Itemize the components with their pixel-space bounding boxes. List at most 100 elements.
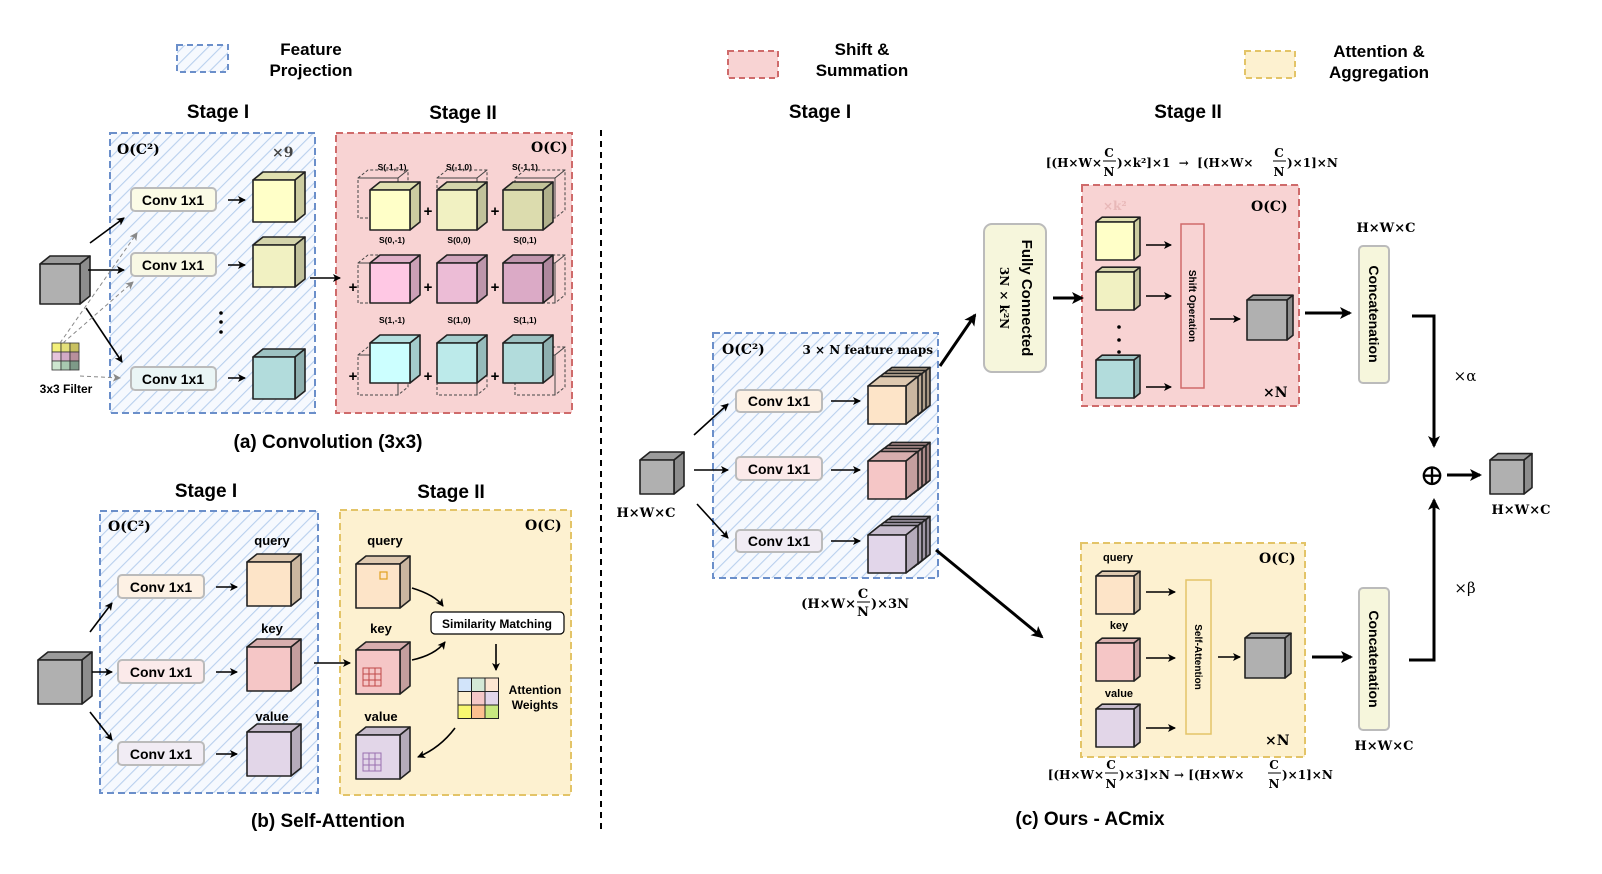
conv-1x1-block <box>130 187 217 212</box>
conv-1x1-block <box>117 574 205 599</box>
shifted-feature-cube <box>502 334 554 384</box>
arrow <box>417 727 456 759</box>
formula-numerator: C <box>1106 758 1116 772</box>
conv-label: Conv 1x1 <box>130 664 192 680</box>
shift-operation-label: Shift Operation <box>1186 270 1197 342</box>
stage-2-title: Stage II <box>417 482 485 503</box>
attention-weight-cell <box>484 677 499 692</box>
legend-feature-projection-swatch <box>176 44 229 73</box>
projected-feature-cube <box>252 348 306 400</box>
query-patch-icon <box>379 571 388 580</box>
filter-cell <box>51 360 62 371</box>
repeat-n-label: ×N <box>1265 733 1290 749</box>
formula-part: [(H×W× <box>1048 768 1104 782</box>
key-cube <box>246 638 302 692</box>
arrows-layer <box>59 196 1482 759</box>
formula-numerator: C <box>1104 146 1114 160</box>
plus-sign: + <box>491 279 500 296</box>
panel-c-acmix: Stage I Stage II H×W×C O(C²) 3 × N featu… <box>616 102 1550 830</box>
complexity-label: O(C²) <box>117 142 160 158</box>
query-cube <box>1095 570 1141 615</box>
stage-1-title: Stage I <box>789 102 851 123</box>
self-attention-block <box>1185 579 1212 735</box>
dims-label: H×W×C <box>1356 221 1415 236</box>
complexity-label: O(C) <box>1259 551 1296 567</box>
formula-denominator: N <box>857 605 869 620</box>
stage-1-title: Stage I <box>175 481 237 502</box>
attention-weights-label: Weights <box>512 698 559 712</box>
attention-weight-cell <box>484 704 499 719</box>
similarity-matching-block <box>430 611 565 635</box>
shift-input-cube <box>1095 216 1141 261</box>
ellipsis-dots <box>1117 325 1121 354</box>
cubes-layer <box>37 169 1533 780</box>
alpha-weight-label: ×α <box>1454 367 1477 385</box>
bottom-formula: [(H×W× C N )×3]×N → [(H×W× C N )×1]×N <box>1048 758 1333 791</box>
alpha-branch-arrow <box>1412 314 1440 448</box>
formula-part: [(H×W× <box>1046 156 1102 170</box>
arrow-to-attention <box>935 548 1044 639</box>
conv-label: Conv 1x1 <box>130 746 192 762</box>
formula-denominator: N <box>1104 165 1115 179</box>
ellipsis-dots <box>219 311 223 334</box>
projected-feature-cube <box>252 236 306 288</box>
formula-part: )×3N <box>871 597 909 612</box>
conv-1x1-block <box>117 741 205 766</box>
caption-c: (c) Ours - ACmix <box>1015 809 1165 830</box>
key-label: key <box>261 621 283 636</box>
formula-part: (H×W× <box>801 597 856 612</box>
attention-weights-label: Attention <box>509 683 562 697</box>
arrow <box>696 503 729 539</box>
plus-sign: + <box>491 368 500 385</box>
conv-1x1-block <box>735 529 823 553</box>
shift-label: S(1,1) <box>513 315 536 325</box>
value-label: value <box>1105 688 1133 700</box>
attention-weight-cell <box>471 704 486 719</box>
caption-a: (a) Convolution (3x3) <box>234 432 423 453</box>
plus-sign: + <box>424 203 433 220</box>
plus-sign: + <box>349 368 358 385</box>
beta-branch-arrow <box>1409 498 1440 662</box>
attention-weight-cell <box>457 704 472 719</box>
query-label: query <box>367 533 403 548</box>
shifted-feature-cube <box>502 254 554 304</box>
conv-label: Conv 1x1 <box>142 257 204 273</box>
stage-2-title: Stage II <box>1154 102 1222 123</box>
input-dims-label: H×W×C <box>616 506 675 521</box>
plus-sign: + <box>491 203 500 220</box>
formula-numerator: C <box>1274 146 1284 160</box>
conv-label: Conv 1x1 <box>142 192 204 208</box>
shifted-feature-cube <box>436 181 488 231</box>
conv-1x1-block <box>735 456 823 481</box>
shifted-feature-cube <box>502 181 554 231</box>
query-label: query <box>1103 552 1134 564</box>
self-attention-label: Self-Attention <box>1192 624 1203 690</box>
key-cube <box>355 641 411 695</box>
complexity-label: O(C) <box>1251 199 1288 215</box>
fc-dims-label: 3N × k²N <box>997 267 1011 329</box>
value-label: value <box>255 709 288 724</box>
shift-output-cube <box>1246 294 1294 341</box>
attention-weight-cell <box>471 691 486 706</box>
complexity-label: O(C) <box>531 140 568 156</box>
complexity-label: O(C²) <box>722 342 765 358</box>
formula-part: )×1]×N <box>1287 156 1338 170</box>
filter-cell <box>69 342 80 353</box>
conv-label: Conv 1x1 <box>142 371 204 387</box>
query-label: query <box>254 533 290 548</box>
legend-shift-summation-label: Shift & <box>835 40 890 59</box>
formula-part: )×1]×N <box>1282 768 1333 782</box>
complexity-label: O(C²) <box>108 519 151 535</box>
formula-denominator: N <box>1269 777 1280 791</box>
filter-cell <box>69 360 80 371</box>
input-feature-cube <box>639 451 685 495</box>
formula-part: )×3]×N → [(H×W× <box>1119 768 1244 782</box>
filter-cell <box>51 342 62 353</box>
shift-input-cube <box>1095 354 1141 399</box>
filter-cell <box>69 351 80 362</box>
filter-arrow <box>62 281 134 344</box>
concatenation-label: Concatenation <box>1366 265 1382 362</box>
repeat-n-label: ×N <box>1263 385 1288 401</box>
plus-sign: + <box>349 279 358 296</box>
